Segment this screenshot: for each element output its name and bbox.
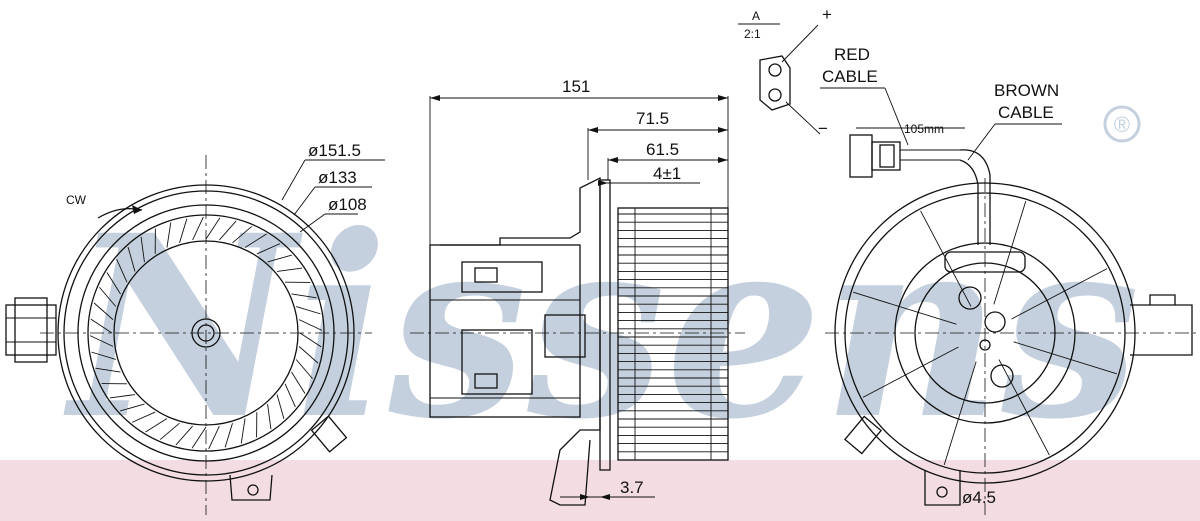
cable-length: 105mm xyxy=(904,122,944,136)
dim-overall-length: 151 xyxy=(562,77,590,96)
registered-mark-icon xyxy=(1103,105,1141,143)
detail-scale: 2:1 xyxy=(744,27,761,41)
dim-hub-offset: 4±1 xyxy=(653,164,681,183)
diameter-label-middle: ø133 xyxy=(318,168,357,187)
rotation-label: CW xyxy=(66,193,87,207)
registered-mark: ® xyxy=(1114,112,1130,137)
watermark: Nissens ® xyxy=(0,105,1200,521)
dim-wheel-length: 71.5 xyxy=(636,109,669,128)
watermark-brand: Nissens xyxy=(63,180,1140,474)
dim-flange-thickness: 3.7 xyxy=(620,478,644,497)
negative-terminal: − xyxy=(818,119,828,138)
brown-cable-label-2: CABLE xyxy=(998,103,1054,122)
wheel-fins xyxy=(618,208,728,460)
side-view: 151 71.5 61.5 4±1 3.7 xyxy=(410,77,745,506)
red-cable-label-2: CABLE xyxy=(822,67,878,86)
rear-spokes xyxy=(853,201,1117,465)
diameter-label-inner: ø108 xyxy=(328,195,367,214)
dim-blade-length: 61.5 xyxy=(646,140,679,159)
impeller-blades xyxy=(89,216,323,450)
red-cable-label-1: RED xyxy=(834,45,870,64)
positive-terminal: + xyxy=(822,5,832,24)
front-view: CW ø151.5 ø133 ø108 xyxy=(5,141,385,515)
connector-detail: A 2:1 + − 105mm RED CABLE BROWN CABLE xyxy=(738,5,1062,245)
brown-cable-label-1: BROWN xyxy=(994,81,1059,100)
rear-view: ø4.5 xyxy=(825,178,1198,515)
detail-id: A xyxy=(752,9,760,23)
diameter-label-outer: ø151.5 xyxy=(308,141,361,160)
mount-hole-diameter: ø4.5 xyxy=(962,488,996,507)
